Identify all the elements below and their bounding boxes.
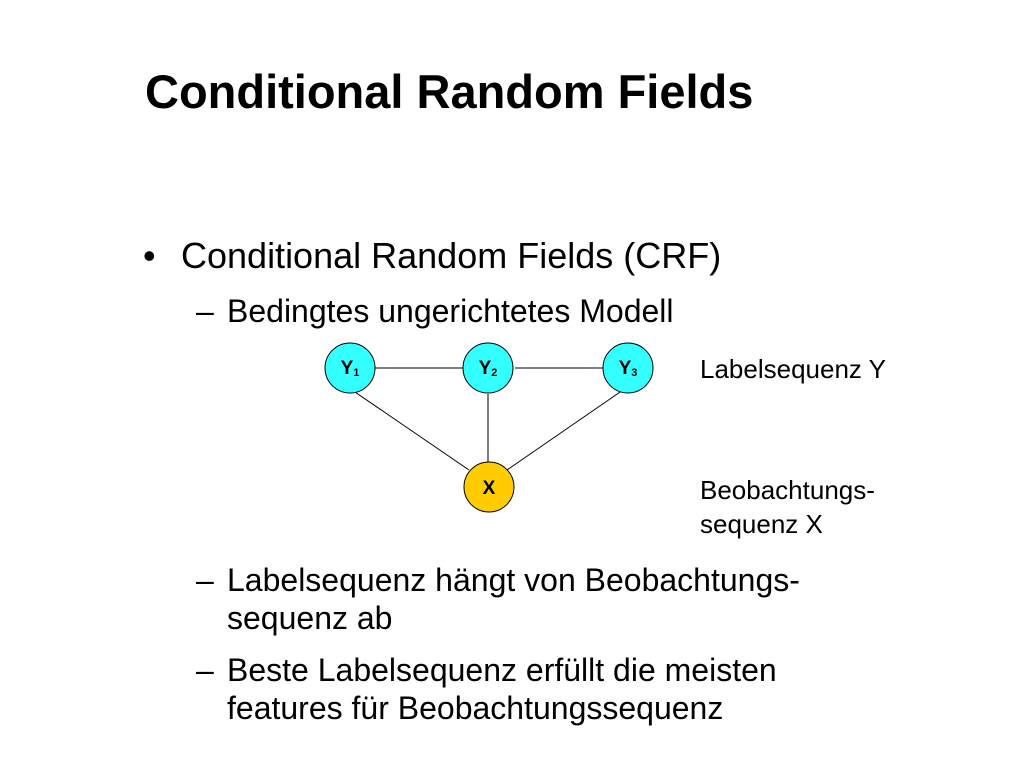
bullet-crf: • Conditional Random Fields (CRF) [143,234,721,278]
subbullet-best-label-line-1: Beste Labelsequenz erfüllt die meisten [227,652,777,688]
edge-y3-x [506,389,624,471]
subbullet-dependency: – Labelsequenz hängt von Beobachtungs- s… [196,561,800,637]
node-x: X [463,461,515,513]
subbullet-best-label-line-2: features für Beobachtungssequenz [227,690,724,726]
node-y1-circle [324,342,376,394]
subbullet-dash: – [196,652,214,688]
label-beobachtungssequenz-x: Beobachtungs- sequenz X [700,473,875,541]
subbullet-dash: – [196,562,214,598]
node-y2-circle [462,342,514,394]
node-y1: Y1 [324,342,376,394]
subbullet-model-text: Bedingtes ungerichtetes Modell [227,293,674,329]
edge-y1-x [351,389,470,471]
subbullet-dependency-line-1: Labelsequenz hängt von Beobachtungs- [227,562,800,598]
label-x-line-1: Beobachtungs- [700,475,875,505]
subbullet-model: – Bedingtes ungerichtetes Modell [196,292,674,330]
graph-edges [351,367,624,471]
label-labelsequenz-y: Labelsequenz Y [700,354,887,384]
node-y2: Y2 [462,342,514,394]
node-y2-label: Y2 [479,358,498,379]
node-y3: Y3 [602,342,654,394]
slide-title: Conditional Random Fields [145,65,754,118]
subbullet-dash: – [196,293,214,329]
bullet-marker: • [143,235,156,276]
node-y3-circle [602,342,654,394]
bullet-crf-text: Conditional Random Fields (CRF) [181,235,722,276]
label-x-line-2: sequenz X [700,509,823,539]
node-y1-label: Y1 [341,358,360,379]
subbullet-dependency-line-2: sequenz ab [227,600,393,636]
node-x-circle [463,461,515,513]
subbullet-best-label: – Beste Labelsequenz erfüllt die meisten… [196,651,777,727]
node-x-label: X [483,478,496,499]
node-y3-label: Y3 [619,358,638,379]
